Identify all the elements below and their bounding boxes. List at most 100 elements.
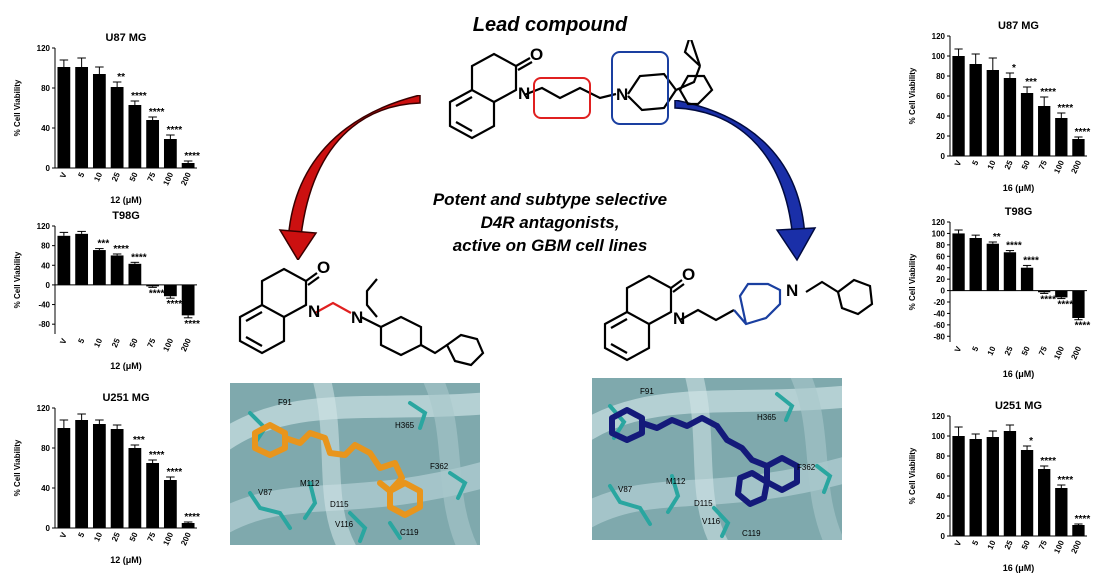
chart-title: T98G — [1005, 206, 1033, 218]
y-tick-label: 80 — [41, 444, 50, 453]
significance-label: **** — [1040, 456, 1056, 467]
x-tick-label: 25 — [1003, 159, 1015, 171]
significance-label: ** — [993, 232, 1001, 243]
x-tick-label: V — [953, 158, 964, 167]
res-f91-right: F91 — [640, 387, 654, 396]
compound-16-structure: N O N — [603, 265, 874, 362]
x-tick-label: 5 — [970, 345, 980, 353]
y-tick-label: 120 — [932, 218, 946, 227]
bar — [163, 139, 177, 168]
x-tick-label: 5 — [970, 539, 980, 547]
y-tick-label: 40 — [41, 261, 50, 270]
bar — [163, 284, 177, 297]
res-v116-right: V116 — [702, 517, 721, 526]
x-tick-label: 25 — [110, 337, 122, 349]
x-tick-label: 100 — [1052, 345, 1066, 361]
c16-o-label: O — [682, 265, 695, 284]
x-axis-label: 12 (μM) — [110, 555, 142, 565]
significance-label: **** — [1058, 475, 1074, 486]
bar — [1055, 488, 1068, 536]
bar — [110, 429, 124, 528]
significance-label: *** — [1025, 77, 1037, 88]
chart-title: U87 MG — [998, 20, 1039, 32]
c16-n2-label: N — [786, 281, 798, 300]
y-tick-label: -20 — [933, 298, 945, 307]
res-c119-right: C119 — [742, 529, 761, 538]
x-tick-label: 200 — [1069, 345, 1083, 361]
y-tick-label: 20 — [936, 132, 945, 141]
bar — [1072, 290, 1085, 318]
red-arrow — [278, 95, 421, 260]
blue-piperidine-box — [611, 51, 669, 125]
y-axis-label: % Cell Viability — [908, 67, 917, 124]
res-h365-right: H365 — [757, 413, 777, 422]
y-tick-label: 60 — [936, 472, 945, 481]
bar — [128, 105, 142, 168]
significance-label: **** — [149, 288, 165, 299]
x-tick-label: 25 — [110, 171, 122, 183]
lead-compound-structure: N O N — [448, 40, 714, 140]
y-axis-label: % Cell Viability — [13, 79, 22, 136]
description-line-2: D4R antagonists, — [480, 213, 620, 232]
bar — [146, 463, 160, 528]
y-tick-label: 0 — [941, 532, 946, 541]
lead-compound-title: Lead compound — [472, 14, 628, 36]
x-tick-label: V — [58, 170, 69, 179]
bar — [110, 87, 124, 168]
bar — [1072, 139, 1085, 156]
x-tick-label: 5 — [76, 337, 86, 345]
x-tick-label: V — [953, 344, 964, 353]
red-linker-box — [533, 77, 591, 119]
y-tick-label: 100 — [932, 52, 946, 61]
y-tick-label: 0 — [46, 281, 51, 290]
bar — [1072, 525, 1085, 536]
res-f91-left: F91 — [278, 398, 292, 407]
bar — [969, 238, 982, 291]
significance-label: **** — [1075, 127, 1091, 138]
significance-label: *** — [98, 239, 110, 250]
x-tick-label: 50 — [1020, 345, 1032, 357]
bar — [986, 70, 999, 156]
y-tick-label: 120 — [932, 412, 946, 421]
lead-n2-label: N — [616, 85, 628, 104]
bar — [181, 523, 195, 528]
lead-o-label: O — [530, 45, 543, 64]
x-tick-label: 25 — [110, 531, 122, 543]
y-tick-label: 0 — [941, 152, 946, 161]
y-axis-label: % Cell Viability — [908, 447, 917, 504]
significance-label: **** — [1058, 300, 1074, 311]
docking-image-16: F91 H365 F362 V87 M112 D115 V116 C119 — [592, 378, 842, 540]
y-tick-label: 120 — [37, 404, 51, 413]
bar — [1038, 469, 1051, 536]
bar — [1003, 78, 1017, 156]
c16-n1-label: N — [673, 309, 685, 328]
x-tick-label: 200 — [1069, 539, 1083, 555]
bar — [57, 428, 71, 528]
bar — [181, 284, 195, 316]
bar — [1020, 267, 1034, 291]
y-tick-label: -40 — [933, 309, 945, 318]
x-tick-label: 50 — [128, 531, 140, 543]
bar — [1055, 290, 1068, 298]
significance-label: **** — [184, 512, 200, 523]
bar — [128, 263, 142, 285]
bar — [128, 448, 142, 528]
y-tick-label: 40 — [936, 264, 945, 273]
x-tick-label: 100 — [1052, 159, 1066, 175]
y-tick-label: 80 — [41, 84, 50, 93]
docking-panel-16: F91 H365 F362 V87 M112 D115 V116 C119 — [592, 378, 842, 540]
bar — [146, 120, 160, 168]
y-tick-label: 40 — [41, 484, 50, 493]
y-tick-label: 80 — [41, 242, 50, 251]
y-tick-label: 60 — [936, 252, 945, 261]
bar — [986, 243, 999, 291]
y-tick-label: 60 — [936, 92, 945, 101]
significance-label: **** — [1075, 321, 1091, 332]
significance-label: **** — [1075, 514, 1091, 525]
x-tick-label: 100 — [161, 531, 175, 547]
x-tick-label: 100 — [161, 171, 175, 187]
y-tick-label: 80 — [936, 241, 945, 250]
x-tick-label: 100 — [1052, 539, 1066, 555]
bar — [1003, 252, 1017, 291]
